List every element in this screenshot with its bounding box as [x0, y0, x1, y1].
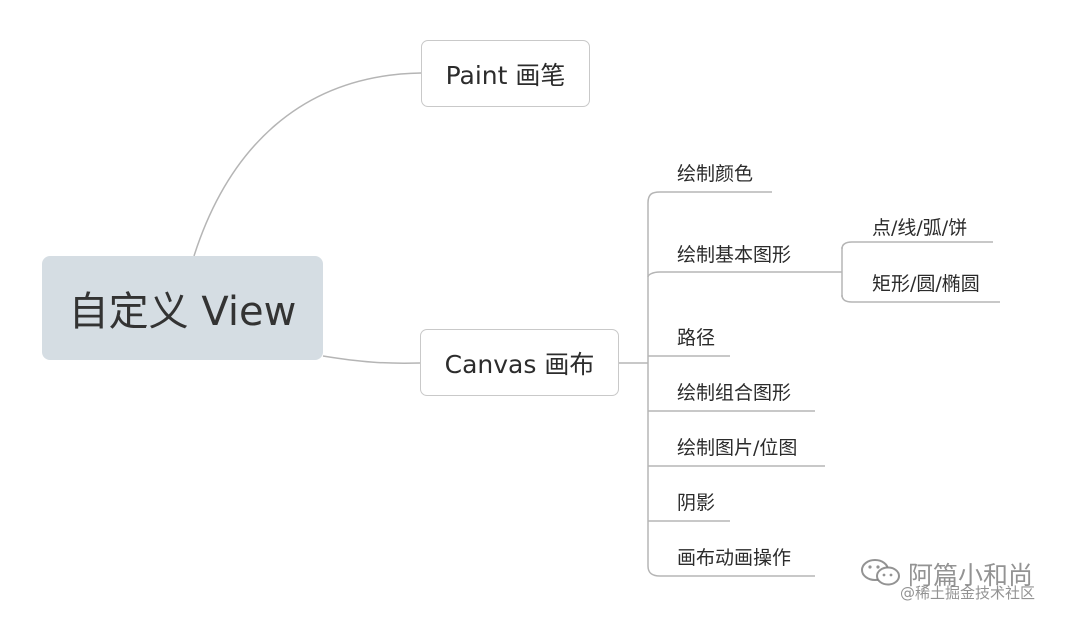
leaf-label: 绘制基本图形: [677, 244, 792, 266]
canvas-node[interactable]: Canvas 画布: [420, 329, 619, 396]
leaf-label: 绘制颜色: [677, 163, 754, 185]
link-canvas-branch: [647, 191, 772, 204]
leaf-draw-bitmap[interactable]: 绘制图片/位图: [677, 436, 797, 460]
leaf-label: 点/线/弧/饼: [872, 217, 968, 239]
leaf-shadow[interactable]: 阴影: [677, 491, 715, 515]
wechat-icon: [860, 558, 902, 592]
paint-node[interactable]: Paint 画笔: [421, 40, 590, 107]
leaf-label: 绘制图片/位图: [677, 437, 798, 459]
link-sub-1: [841, 241, 993, 250]
leaf-label: 阴影: [677, 492, 716, 514]
root-label: 自定义 View: [68, 289, 297, 335]
canvas-label: Canvas 画布: [444, 349, 595, 379]
link-root-canvas: [322, 355, 421, 364]
link-child-7: [647, 565, 815, 577]
leaf-label: 路径: [677, 327, 716, 349]
link-sub-2: [841, 294, 1000, 303]
watermark-sub: @稀土掘金技术社区: [900, 584, 1036, 602]
paint-label: Paint 画笔: [445, 60, 566, 90]
watermark: 阿篇小和尚 @稀土掘金技术社区: [860, 556, 1070, 606]
leaf-canvas-animation[interactable]: 画布动画操作: [677, 546, 791, 570]
leaf-label: 矩形/圆/椭圆: [872, 273, 980, 295]
leaf-rect-circle-oval[interactable]: 矩形/圆/椭圆: [872, 272, 980, 296]
leaf-draw-composite-shapes[interactable]: 绘制组合图形: [677, 381, 791, 405]
leaf-label: 画布动画操作: [677, 547, 792, 569]
leaf-draw-color[interactable]: 绘制颜色: [677, 162, 753, 186]
leaf-draw-basic-shapes[interactable]: 绘制基本图形: [677, 243, 791, 267]
link-root-paint: [193, 72, 422, 257]
root-node[interactable]: 自定义 View: [42, 256, 323, 360]
watermark-name: 阿篇小和尚: [908, 561, 1034, 590]
link-child-2: [647, 271, 842, 278]
leaf-label: 绘制组合图形: [677, 382, 792, 404]
leaf-point-line-arc-pie[interactable]: 点/线/弧/饼: [872, 216, 967, 240]
leaf-path[interactable]: 路径: [677, 326, 715, 350]
